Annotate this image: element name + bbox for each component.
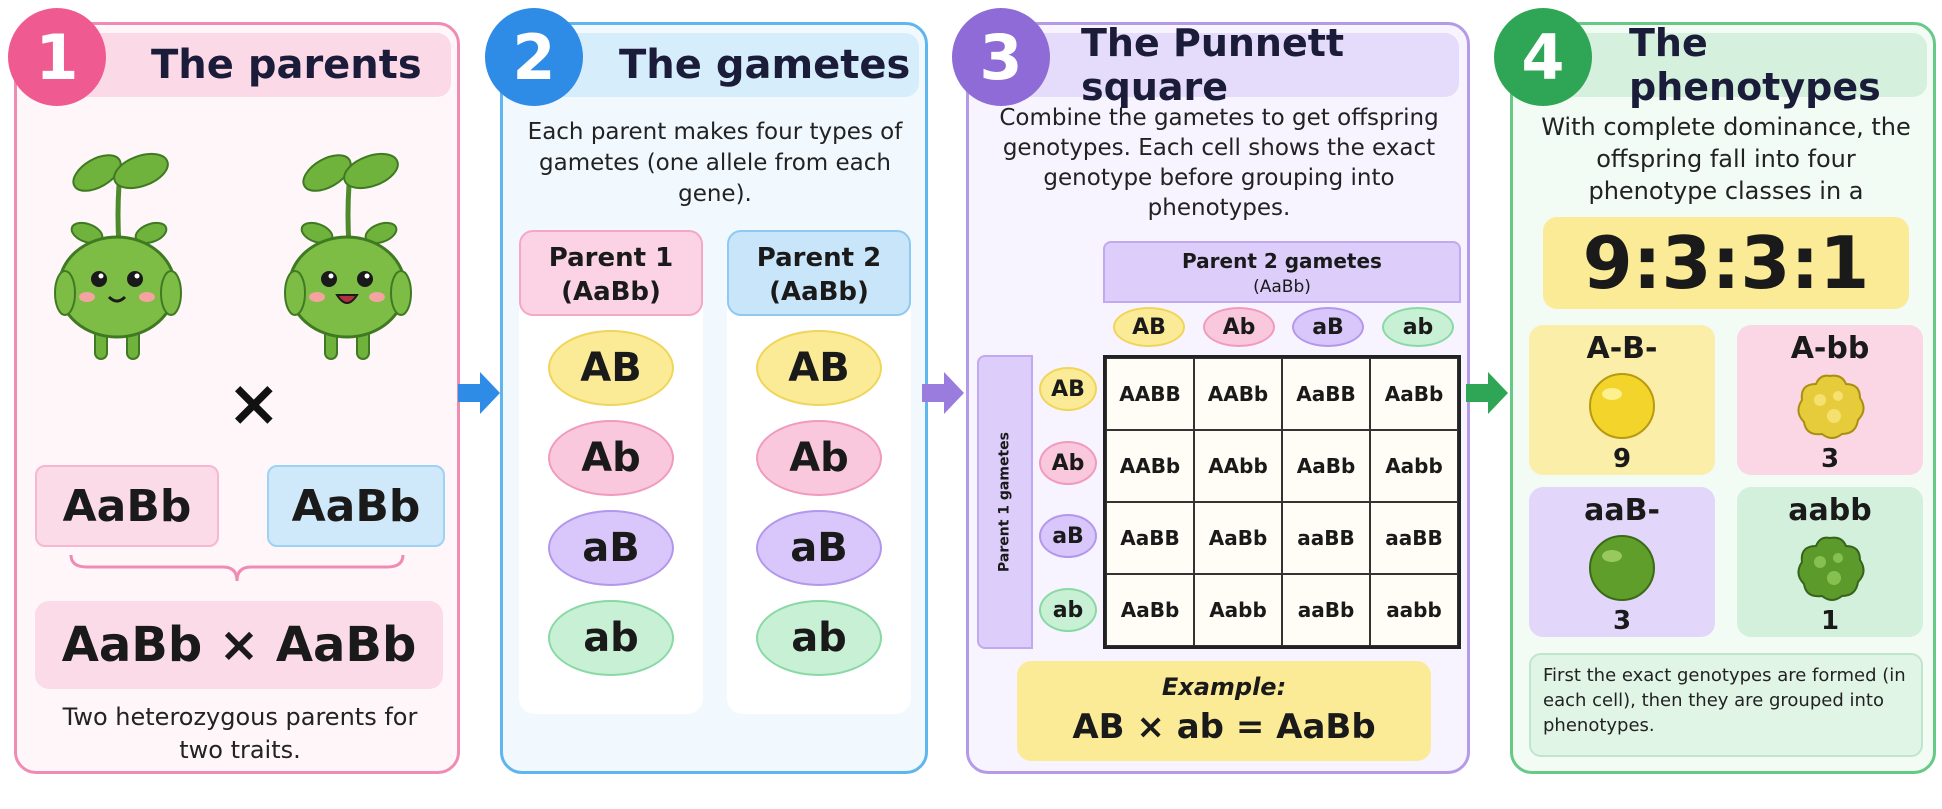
grid-cell: AaBb	[1370, 358, 1458, 430]
gamete-oval: ab	[756, 600, 882, 676]
grid-cell: Aabb	[1194, 574, 1282, 646]
bracket-icon	[69, 554, 405, 582]
phenotype-class-green-round: aaB- 3	[1529, 487, 1715, 637]
step-badge-3: 3	[952, 8, 1050, 106]
parent-cross: AaBb × AaBb	[35, 601, 443, 689]
phenotype-count: 1	[1820, 606, 1840, 636]
grid-cell: aabb	[1370, 574, 1458, 646]
parent2-gametes-header: Parent 2 gametes (AaBb)	[1103, 241, 1461, 303]
arrow-right-icon	[458, 372, 500, 414]
example-box: Example: AB × ab = AaBb	[1017, 661, 1431, 761]
phenotype-count: 3	[1820, 444, 1840, 474]
parent2-genotype: AaBb	[267, 465, 445, 547]
step-badge-4: 4	[1494, 8, 1592, 106]
gamete-oval: Ab	[756, 420, 882, 496]
parent1-gametes-header: Parent 1 gametes	[977, 355, 1033, 649]
phenotype-genotype: A-bb	[1790, 331, 1870, 366]
row-header-label: Parent 1 gametes	[996, 432, 1013, 572]
step-badge-1: 1	[8, 8, 106, 106]
panel1-caption: Two heterozygous parents for two traits.	[62, 703, 418, 764]
gamete-oval: aB	[756, 510, 882, 586]
step-badge-2: 2	[485, 8, 583, 106]
parent2-label: Parent 2	[756, 243, 882, 273]
grouping-note: First the exact genotypes are formed (in…	[1529, 653, 1923, 757]
gamete-oval: Ab	[548, 420, 674, 496]
row-gamete: aB	[1039, 514, 1097, 558]
plant-left-icon	[54, 152, 182, 360]
phenotype-ratio: 9:3:3:1	[1543, 217, 1909, 309]
grid-cell: AaBB	[1282, 358, 1370, 430]
row-gamete: Ab	[1039, 441, 1097, 485]
gamete-oval: AB	[756, 330, 882, 406]
parent2-geno: (AaBb)	[769, 277, 869, 307]
grid-cell: AaBb	[1282, 430, 1370, 502]
col-gamete: aB	[1292, 307, 1364, 347]
yellow-round-pea-icon	[1589, 373, 1655, 439]
panel-phenotypes: The phenotypes With complete dominance, …	[1510, 21, 1936, 774]
panel-title: The phenotypes	[1557, 21, 1927, 109]
panel4-description: With complete dominance, the offspring f…	[1541, 113, 1911, 205]
panel-gametes: The gametes Each parent makes four types…	[500, 22, 928, 774]
panel3-description: Combine the gametes to get offspring gen…	[999, 105, 1439, 221]
grid-cell: AABb	[1194, 358, 1282, 430]
parent1-geno: (AaBb)	[561, 277, 661, 307]
phenotype-genotype: A-B-	[1586, 331, 1658, 366]
grid-cell: aaBb	[1282, 574, 1370, 646]
plant-right-icon	[284, 152, 412, 360]
grid-cell: AABB	[1106, 358, 1194, 430]
panel-title: The Punnett square	[1013, 21, 1459, 109]
parent1-genotype: AaBb	[35, 465, 219, 547]
panel-title: The gametes	[547, 33, 919, 97]
phenotype-class-yellow-round: A-B- 9	[1529, 325, 1715, 475]
punnett-grid: AABB AABb AaBB AaBb AABb AAbb AaBb Aabb …	[1103, 355, 1461, 649]
grid-cell: AaBB	[1106, 502, 1194, 574]
arrow-right-icon	[922, 372, 964, 414]
row-gamete: ab	[1039, 588, 1097, 632]
col-header-label: Parent 2 gametes	[1182, 249, 1382, 273]
parent1-label: Parent 1	[548, 243, 674, 273]
green-wrinkled-pea-icon	[1797, 536, 1865, 601]
parent1-gamete-column: Parent 1 (AaBb) AB Ab aB ab	[519, 230, 703, 714]
gamete-oval: ab	[548, 600, 674, 676]
panel-title: The parents	[73, 33, 451, 97]
phenotype-count: 9	[1612, 444, 1632, 474]
arrow-right-icon	[1466, 372, 1508, 414]
col-gamete: AB	[1113, 307, 1185, 347]
green-round-pea-icon	[1589, 535, 1655, 601]
grid-cell: aaBB	[1282, 502, 1370, 574]
col-gamete: Ab	[1203, 307, 1275, 347]
parent2-header: Parent 2 (AaBb)	[727, 230, 911, 316]
parent1-header: Parent 1 (AaBb)	[519, 230, 703, 316]
example-label: Example:	[1161, 673, 1287, 701]
grid-cell: AABb	[1106, 430, 1194, 502]
grid-cell: AaBb	[1194, 502, 1282, 574]
phenotype-count: 3	[1612, 606, 1632, 636]
gamete-oval: aB	[548, 510, 674, 586]
yellow-wrinkled-pea-icon	[1797, 374, 1865, 439]
grid-cell: AaBb	[1106, 574, 1194, 646]
row-gamete: AB	[1039, 367, 1097, 411]
phenotype-genotype: aabb	[1788, 493, 1872, 528]
grid-cell: Aabb	[1370, 430, 1458, 502]
panel-punnett-square: The Punnett square Combine the gametes t…	[966, 21, 1470, 774]
example-equation: AB × ab = AaBb	[1072, 707, 1376, 747]
panel-parents: The parents × AaBb AaBb	[14, 22, 460, 774]
col-header-sub: (AaBb)	[1253, 277, 1311, 297]
phenotype-class-green-wrinkled: aabb 1	[1737, 487, 1923, 637]
parent2-gamete-column: Parent 2 (AaBb) AB Ab aB ab	[727, 230, 911, 714]
phenotype-class-yellow-wrinkled: A-bb 3	[1737, 325, 1923, 475]
cross-symbol: ×	[227, 367, 281, 441]
panel2-description: Each parent makes four types of gametes …	[527, 119, 903, 207]
phenotype-genotype: aaB-	[1584, 493, 1660, 528]
grid-cell: AAbb	[1194, 430, 1282, 502]
gamete-oval: AB	[548, 330, 674, 406]
grid-cell: aaBB	[1370, 502, 1458, 574]
col-gamete: ab	[1382, 307, 1454, 347]
